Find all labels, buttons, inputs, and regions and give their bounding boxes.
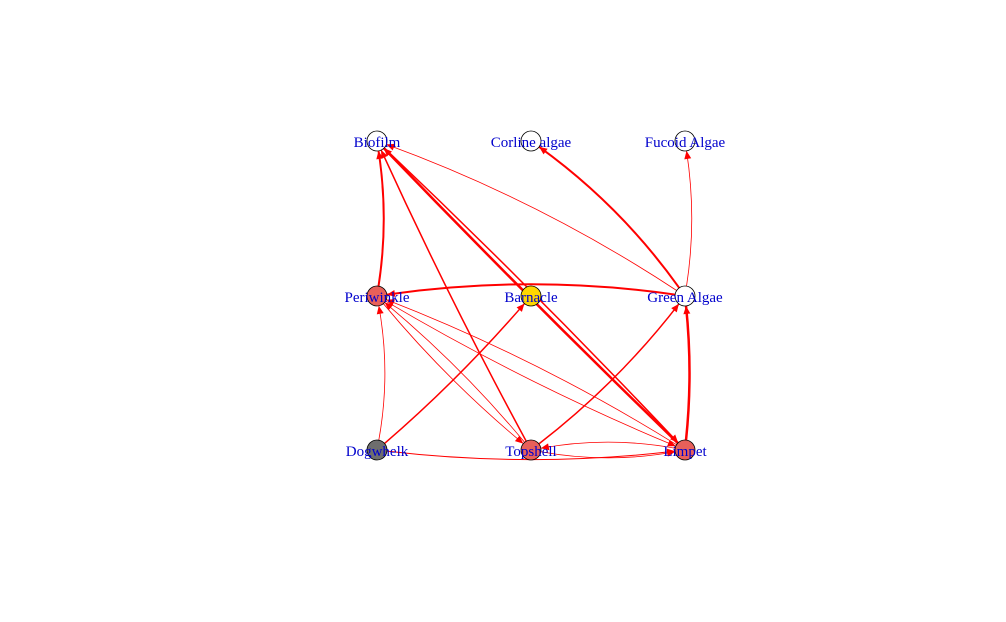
node-dogwhelk: Dogwhelk: [346, 439, 409, 461]
edge-line: [384, 302, 525, 443]
node-corline: Corline algae: [491, 130, 572, 152]
edge-arrowhead: [386, 143, 396, 151]
edge-arrowhead: [666, 449, 676, 457]
node-greenalgae: Green Algae: [647, 285, 723, 307]
node-circle: [674, 439, 696, 461]
nodes-layer: Biofilm Corline algae Fucoid AlgaePeriwink…: [345, 130, 726, 461]
node-circle: [366, 130, 388, 152]
node-circle: [520, 439, 542, 461]
edge-line: [684, 305, 691, 441]
edge-arrowhead: [514, 435, 524, 444]
node-circle: [520, 285, 542, 307]
edge-line: [380, 149, 527, 442]
node-label: Green Algae: [647, 290, 723, 306]
edge-arrowhead: [386, 299, 396, 306]
edge-greenalgae-to-fucoid: [684, 150, 693, 287]
edge-line: [540, 441, 676, 449]
edge-line: [538, 303, 680, 445]
edge-dogwhelk-to-barnacle: [384, 303, 526, 445]
edge-arrowhead: [376, 305, 384, 315]
edge-line: [384, 303, 526, 445]
node-periwinkle: Periwinkle: [345, 285, 410, 307]
edge-limpet-to-topshell: [540, 441, 676, 451]
node-label: Barnacle: [504, 290, 558, 306]
edge-line: [385, 300, 676, 447]
node-barnacle: Barnacle: [504, 285, 558, 307]
node-label: Dogwhelk: [346, 444, 409, 460]
edge-limpet-to-greenalgae: [683, 305, 691, 441]
node-label: Periwinkle: [345, 290, 410, 306]
edge-arrowhead: [667, 439, 676, 447]
edge-topshell-to-biofilm: [380, 149, 527, 442]
edge-periwinkle-to-limpet: [385, 300, 676, 447]
edge-arrowhead: [381, 150, 388, 159]
node-label: Topshell: [505, 444, 556, 460]
edge-line: [386, 283, 676, 296]
edge-line: [383, 303, 524, 444]
edge-line: [386, 299, 677, 446]
edge-dogwhelk-to-periwinkle: [376, 305, 386, 441]
node-label: Fucoid Algae: [645, 135, 726, 151]
edge-limpet-to-periwinkle: [386, 299, 677, 446]
edge-greenalgae-to-periwinkle: [386, 283, 676, 297]
edge-periwinkle-to-topshell: [383, 303, 524, 444]
node-biofilm: Biofilm: [354, 130, 401, 152]
edge-topshell-to-greenalgae: [538, 303, 680, 445]
edge-line: [538, 146, 681, 289]
node-circle: [366, 285, 388, 307]
edge-topshell-to-limpet: [540, 449, 676, 459]
edge-line: [686, 150, 693, 287]
edge-arrowhead: [670, 434, 679, 443]
edge-greenalgae-to-biofilm: [386, 143, 677, 291]
edge-arrowhead: [516, 303, 525, 312]
node-circle: [520, 130, 542, 152]
edge-line: [540, 451, 676, 459]
node-label: Corline algae: [491, 135, 572, 151]
edge-topshell-to-periwinkle: [384, 302, 525, 443]
edge-arrowhead: [684, 150, 692, 160]
edge-greenalgae-to-corline: [538, 146, 681, 289]
node-topshell: Topshell: [505, 439, 557, 461]
node-label: Biofilm: [354, 135, 401, 151]
edge-periwinkle-to-biofilm: [376, 150, 385, 287]
edge-arrowhead: [539, 146, 548, 155]
edge-arrowhead: [386, 289, 396, 297]
edge-arrowhead: [671, 303, 679, 313]
edge-arrowhead: [540, 443, 550, 451]
node-circle: [674, 285, 696, 307]
edge-line: [377, 150, 385, 287]
edge-line: [378, 305, 386, 441]
node-circle: [674, 130, 696, 152]
edge-arrowhead: [683, 305, 691, 315]
node-label: Limpet: [663, 444, 707, 460]
node-limpet: Limpet: [663, 439, 707, 461]
node-circle: [366, 439, 388, 461]
node-fucoid: Fucoid Algae: [645, 130, 726, 152]
edge-line: [386, 144, 677, 291]
